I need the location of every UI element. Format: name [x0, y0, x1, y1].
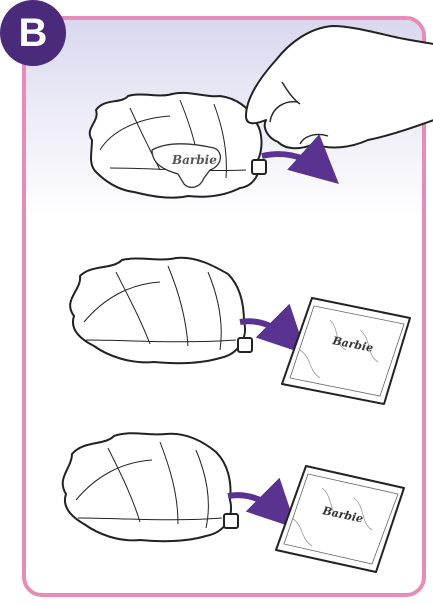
hand-icon [246, 26, 433, 148]
tray-middle [70, 258, 252, 363]
packet-icon: Barbie [282, 298, 410, 404]
arrow-icon [262, 154, 330, 176]
step-badge: B [0, 0, 66, 66]
brand-logo: Barbie [171, 153, 217, 167]
packet-icon: Barbie [276, 466, 404, 572]
tray-bottom [63, 433, 238, 541]
